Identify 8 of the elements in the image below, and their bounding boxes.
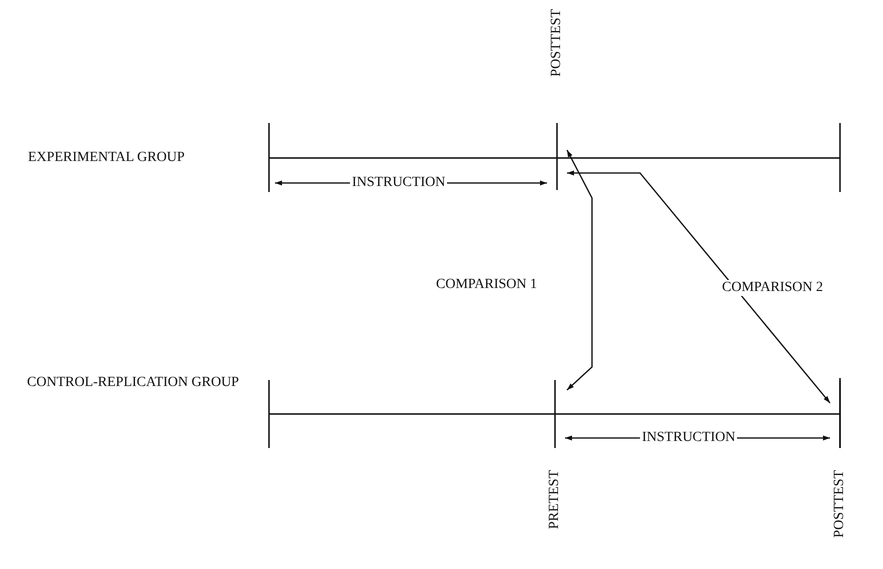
time-label: PRETEST <box>547 470 563 530</box>
group-label: EXPERIMENTAL GROUP <box>28 150 185 166</box>
time-label: POSTTEST <box>549 9 565 77</box>
arrow <box>567 170 830 404</box>
arrow <box>566 150 593 390</box>
time-label: POSTTEST <box>832 470 848 538</box>
group-label: CONTROL-REPLICATION GROUP <box>26 374 240 392</box>
edge-label: COMPARISON 2 <box>720 280 826 296</box>
